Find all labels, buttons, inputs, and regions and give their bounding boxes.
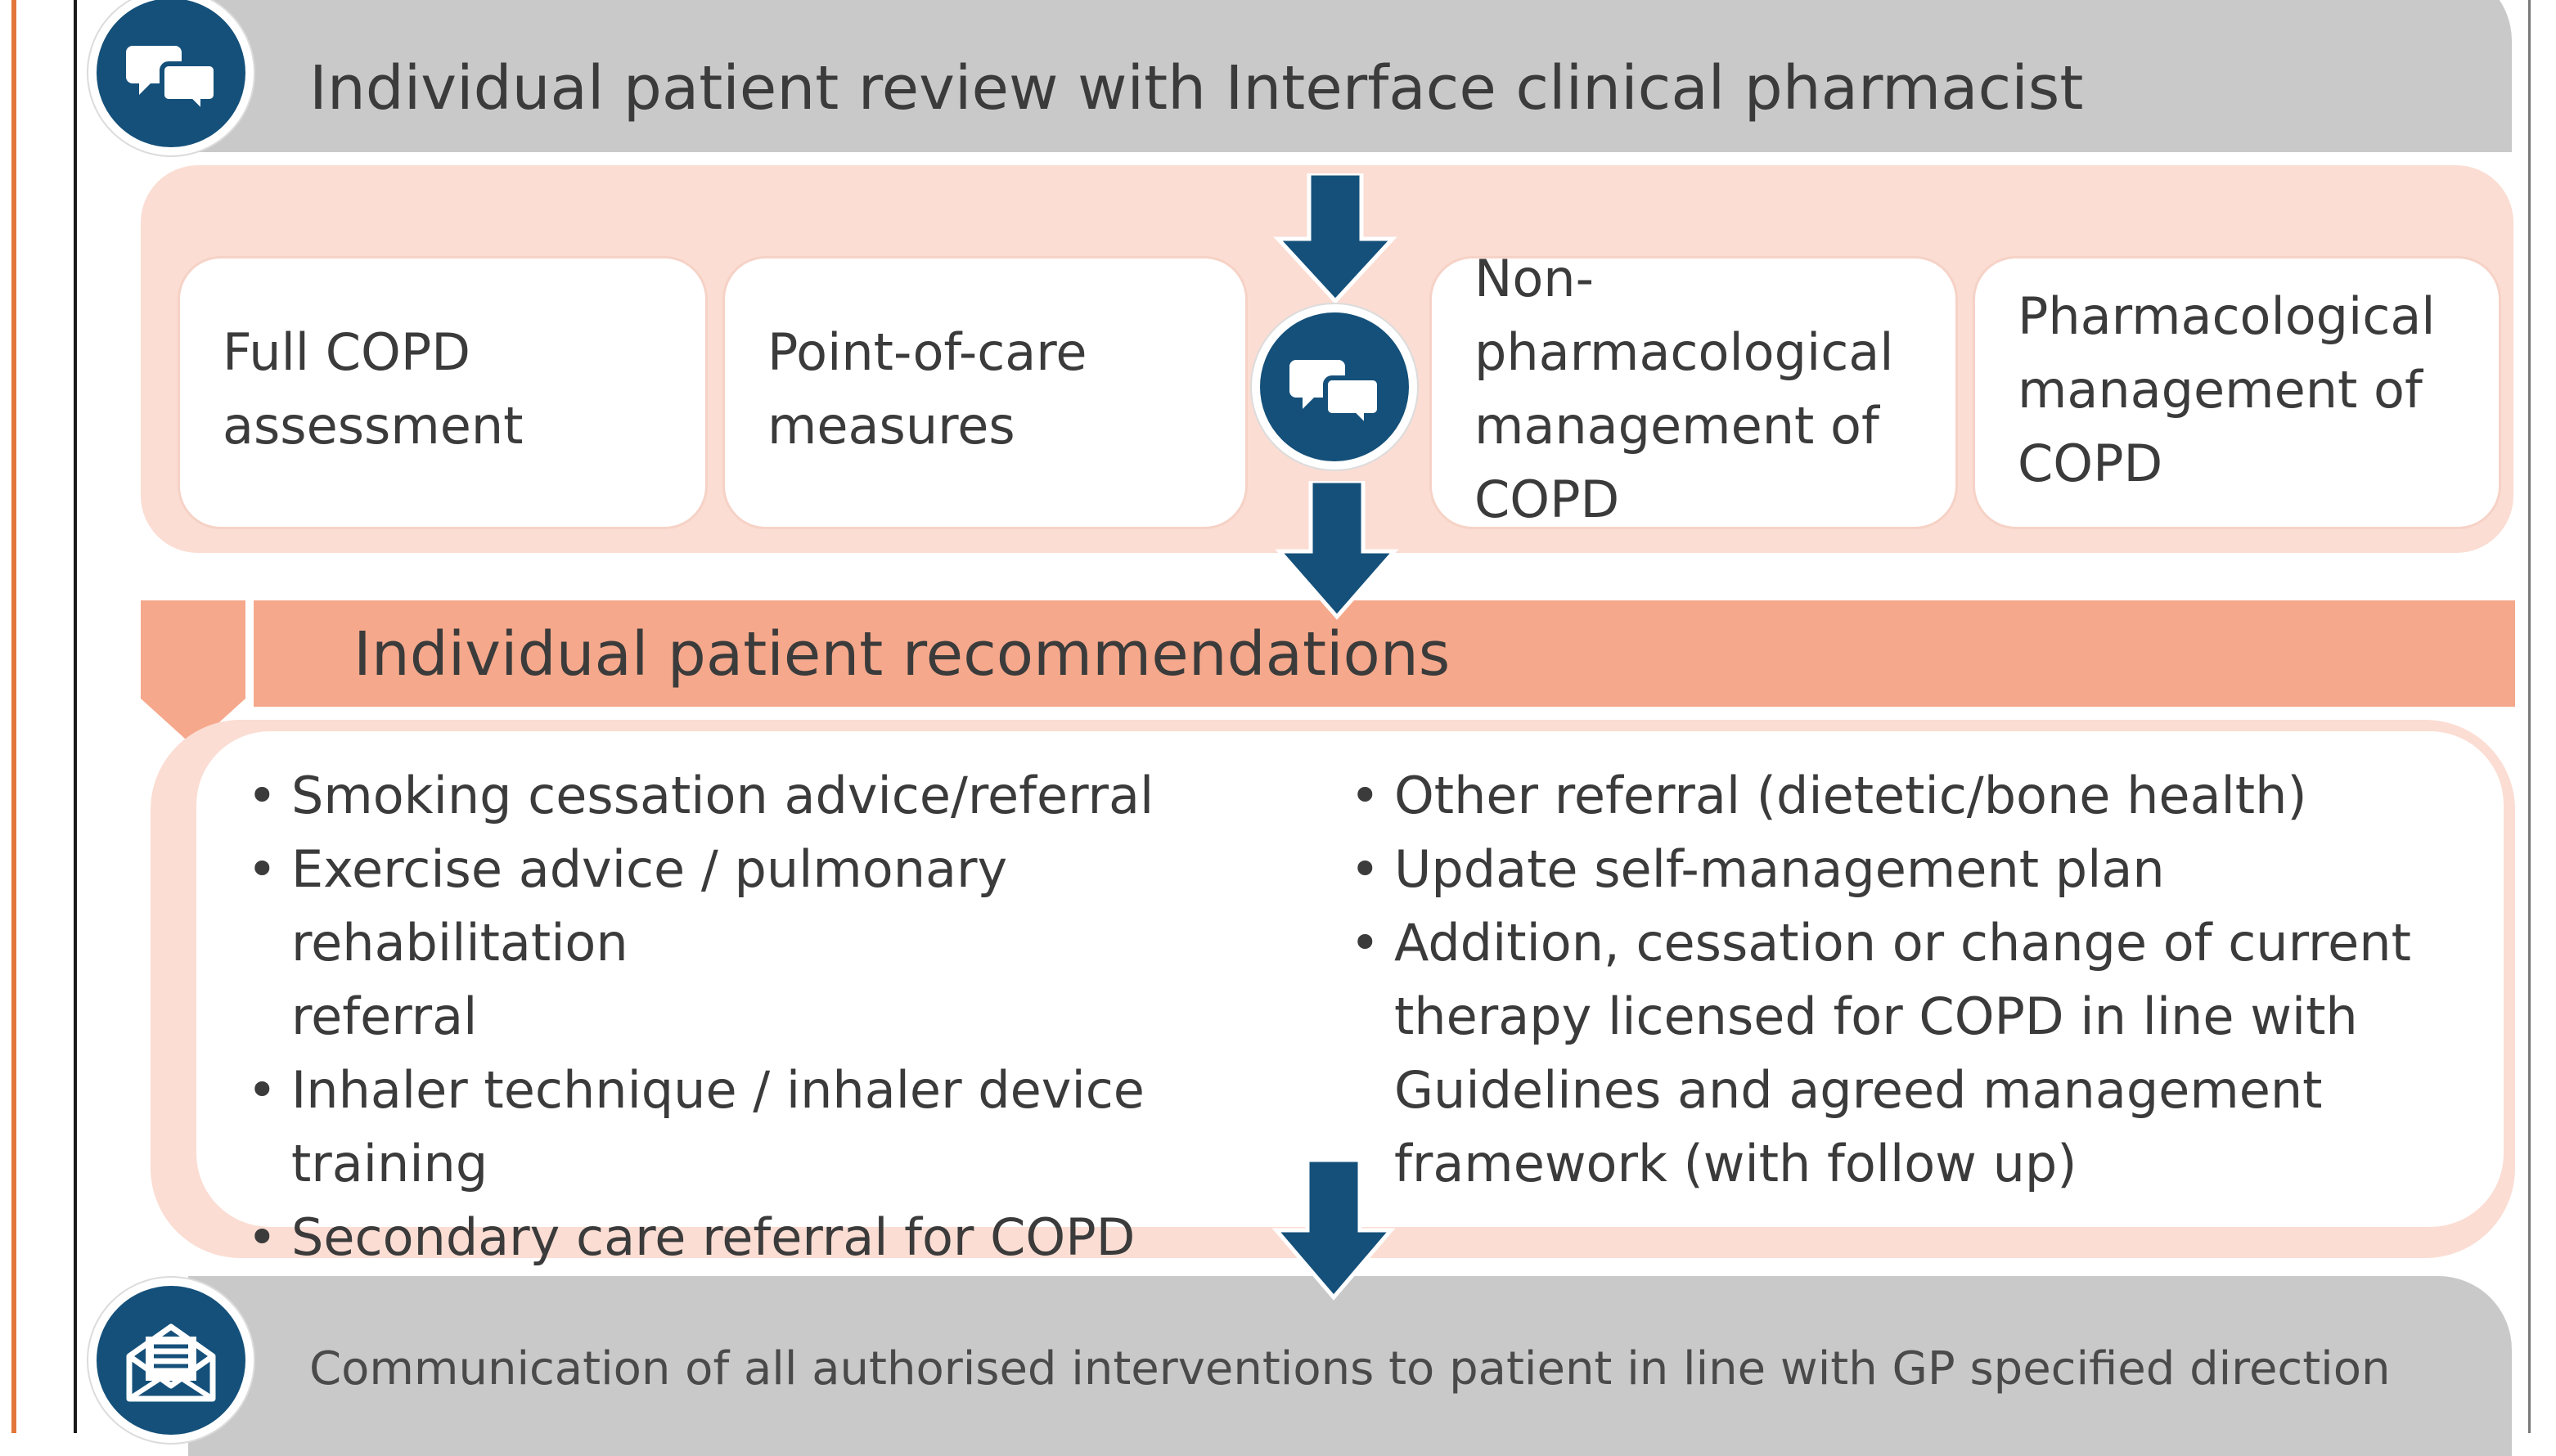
item-line: Exercise advice / pulmonary rehabilitati… <box>291 839 1008 973</box>
card-line: assessment <box>223 396 524 456</box>
item-line: Inhaler technique / inhaler device train… <box>291 1060 1145 1193</box>
list-item: Update self-management plan <box>1350 833 2479 906</box>
footer-icon-circle <box>88 1278 254 1443</box>
left-border-line <box>74 0 77 1433</box>
down-arrow-icon <box>1268 1160 1399 1301</box>
item-line: Other referral (dietetic/bone health) <box>1394 766 2307 825</box>
card-line: Pharmacological <box>2018 286 2436 346</box>
speech-bubbles-icon <box>1289 360 1382 434</box>
item-line: therapy licensed for COPD in line with <box>1394 986 2358 1046</box>
left-accent-line <box>11 0 16 1433</box>
header-bar <box>188 0 2512 152</box>
item-line: Update self-management plan <box>1394 839 2165 899</box>
list-item: Other referral (dietetic/bone health) <box>1350 759 2479 833</box>
item-line: Guidelines and agreed management <box>1394 1060 2323 1120</box>
item-line: Smoking cessation advice/referral <box>291 766 1154 825</box>
down-arrow-icon <box>1271 481 1402 620</box>
item-line: referral <box>291 986 478 1046</box>
envelope-letter-icon <box>126 1323 216 1402</box>
card-line: management of <box>2018 360 2423 420</box>
recommendations-right-column: Other referral (dietetic/bone health) Up… <box>1350 759 2479 1201</box>
list-item: Inhaler technique / inhaler device train… <box>247 1054 1343 1201</box>
speech-bubbles-icon <box>126 46 218 119</box>
card-line: Non- <box>1474 249 1594 308</box>
header-icon-circle <box>88 0 254 155</box>
card-point-of-care-measures: Point-of-care measures <box>725 258 1245 527</box>
recommendations-tab <box>141 600 245 699</box>
card-line: pharmacological <box>1474 322 1894 382</box>
card-line: COPD <box>1474 470 1620 529</box>
footer-bar <box>188 1276 2512 1456</box>
card-line: Full COPD <box>223 322 470 382</box>
card-line: Point-of-care <box>767 322 1087 382</box>
list-item: Exercise advice / pulmonary rehabilitati… <box>247 833 1343 1054</box>
central-icon-circle <box>1252 304 1417 470</box>
card-non-pharmacological-management: Non- pharmacological management of COPD <box>1432 249 1955 529</box>
item-line: framework (with follow up) <box>1394 1134 2077 1193</box>
card-line: COPD <box>2018 434 2163 493</box>
list-item: Smoking cessation advice/referral <box>247 759 1343 833</box>
footer-text: Communication of all authorised interven… <box>309 1342 2391 1395</box>
item-line: Secondary care referral for COPD <box>291 1207 1136 1267</box>
recommendations-left-column: Smoking cessation advice/referral Exerci… <box>247 759 1343 1348</box>
recommendations-title: Individual patient recommendations <box>353 619 1451 690</box>
right-border-line <box>2528 0 2531 1433</box>
list-item: Addition, cessation or change of current… <box>1350 906 2479 1201</box>
item-line: Addition, cessation or change of current <box>1394 913 2411 973</box>
card-pharmacological-management: Pharmacological management of COPD <box>1975 258 2499 527</box>
card-line: measures <box>767 396 1015 456</box>
down-arrow-icon <box>1270 173 1401 304</box>
recommendations-band <box>254 600 2515 707</box>
header-title: Individual patient review with Interface… <box>309 53 2084 124</box>
card-line: management of <box>1474 396 1879 456</box>
card-full-copd-assessment: Full COPD assessment <box>180 258 705 527</box>
